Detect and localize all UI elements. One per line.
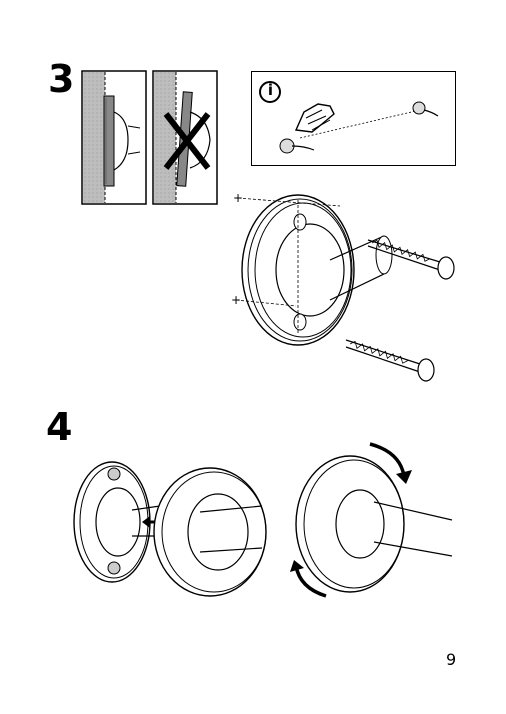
flange-screw-diagram: + + — [231, 191, 455, 382]
svg-text:+: + — [233, 191, 243, 205]
hook-far-icon — [412, 101, 439, 117]
step-4-number: 4 — [46, 405, 72, 449]
hook-near-icon — [279, 138, 315, 154]
cover-ring — [153, 467, 267, 597]
rotating-flange — [295, 455, 453, 593]
info-panel — [251, 71, 456, 166]
wall-wrong-panel — [152, 70, 218, 205]
info-icon-glyph: i — [267, 81, 274, 99]
pointing-hand-icon — [294, 103, 335, 133]
screw-top — [367, 239, 455, 280]
rotate-arrows-icon — [290, 442, 412, 598]
screw-bottom — [345, 339, 435, 382]
cross-icon — [163, 112, 211, 170]
page-number: 9 — [446, 650, 457, 669]
info-icon — [259, 81, 281, 103]
svg-text:+: + — [231, 293, 241, 307]
wall-correct-panel — [81, 70, 147, 205]
step-3-number: 3 — [48, 57, 74, 101]
